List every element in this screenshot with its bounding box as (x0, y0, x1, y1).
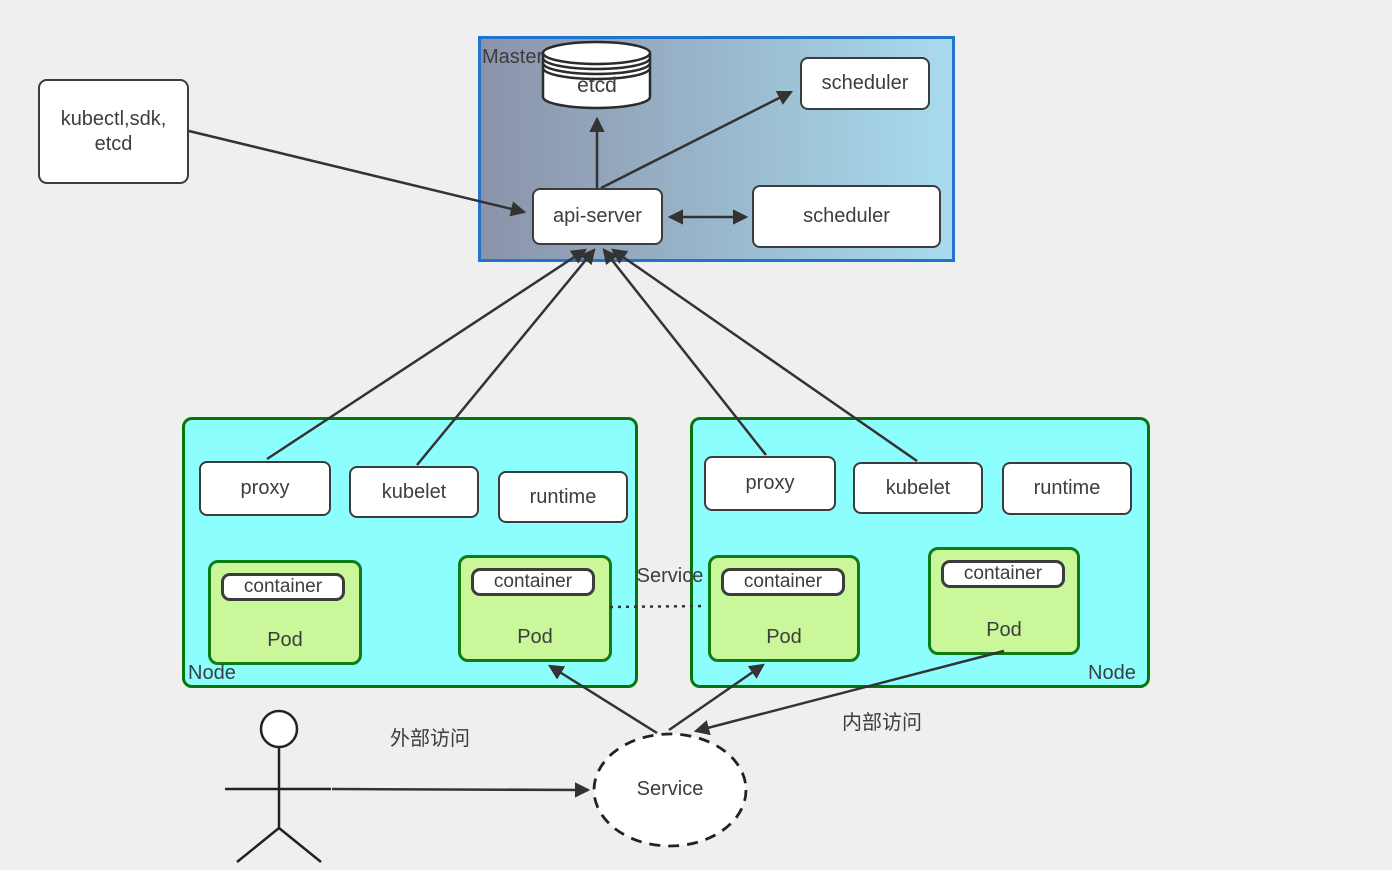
container-label: container (243, 576, 323, 597)
kubelet-label: kubelet (381, 480, 447, 503)
node-right-proxy-box: proxy (704, 456, 836, 511)
node-right-pod-2: container Pod (928, 547, 1080, 655)
node-right-runtime-box: runtime (1002, 462, 1132, 515)
arrow-user-to-service-external (331, 782, 591, 798)
service-link-label: Service (636, 565, 704, 587)
api-server-label: api-server (553, 205, 642, 227)
scheduler-bottom-label: scheduler (803, 205, 890, 227)
node-right-kubelet-box: kubelet (853, 462, 983, 514)
master-label: Master (482, 46, 544, 68)
container-box: container (221, 573, 345, 601)
pod-label: Pod (986, 619, 1022, 641)
internal-access-label: 内部访问 (842, 712, 922, 734)
node-left-pod-2: container Pod (458, 555, 612, 662)
proxy-label: proxy (745, 472, 795, 494)
node-right-pod-1: container Pod (708, 555, 860, 662)
arrow-client-to-apiserver (188, 129, 527, 217)
scheduler-top-label: scheduler (821, 72, 909, 94)
container-box: container (721, 568, 845, 596)
container-box: container (941, 560, 1065, 588)
node-left-kubelet-box: kubelet (349, 466, 479, 518)
runtime-label: runtime (529, 485, 597, 508)
node-right-label: Node (1088, 662, 1136, 684)
node-left-label: Node (188, 662, 236, 684)
user-stick-figure-icon (225, 709, 331, 863)
scheduler-bottom-box: scheduler (752, 185, 941, 248)
service-ellipse-label: Service (636, 778, 704, 800)
etcd-label: etcd (577, 74, 617, 97)
container-box: container (471, 568, 595, 596)
container-label: container (493, 571, 573, 592)
node-left-proxy-box: proxy (199, 461, 331, 516)
container-label: container (743, 571, 823, 592)
pod-label: Pod (267, 629, 303, 651)
pod-label: Pod (517, 626, 553, 648)
client-label: kubectl,sdk, etcd (60, 107, 167, 155)
pod-label: Pod (766, 626, 802, 648)
external-access-label: 外部访问 (390, 728, 470, 750)
api-server-box: api-server (532, 188, 663, 245)
kubelet-label: kubelet (885, 476, 951, 499)
scheduler-top-box: scheduler (800, 57, 930, 110)
container-label: container (963, 563, 1043, 584)
node-left-runtime-box: runtime (498, 471, 628, 523)
runtime-label: runtime (1033, 477, 1101, 499)
client-box: kubectl,sdk, etcd (38, 79, 189, 184)
node-left-pod-1: container Pod (208, 560, 362, 665)
proxy-label: proxy (240, 477, 290, 499)
